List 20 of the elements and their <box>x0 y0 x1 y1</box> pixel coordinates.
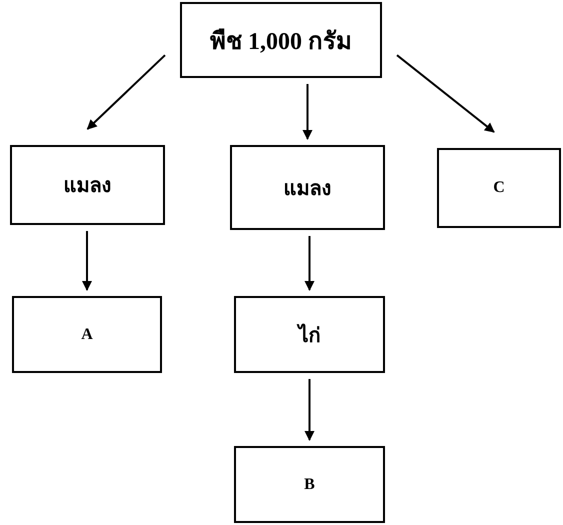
arrow <box>396 54 495 133</box>
process-box <box>234 446 385 523</box>
box-label: แมลง <box>284 176 332 202</box>
arrow <box>304 236 314 291</box>
box-label: ไก่ <box>298 322 320 348</box>
box-label: A <box>81 326 93 344</box>
box-label: B <box>304 476 315 494</box>
process-box <box>180 2 382 78</box>
process-box <box>230 145 385 230</box>
box-label: แมลง <box>64 174 112 199</box>
arrow <box>82 231 92 291</box>
arrow <box>302 84 312 140</box>
process-box <box>234 296 385 373</box>
process-box <box>437 148 561 228</box>
box-label: พืช 1,000 กรัม <box>210 28 352 56</box>
arrow <box>86 54 166 130</box>
box-label: C <box>493 179 505 197</box>
arrow <box>304 379 314 441</box>
process-box <box>12 296 162 373</box>
process-box <box>10 145 165 225</box>
